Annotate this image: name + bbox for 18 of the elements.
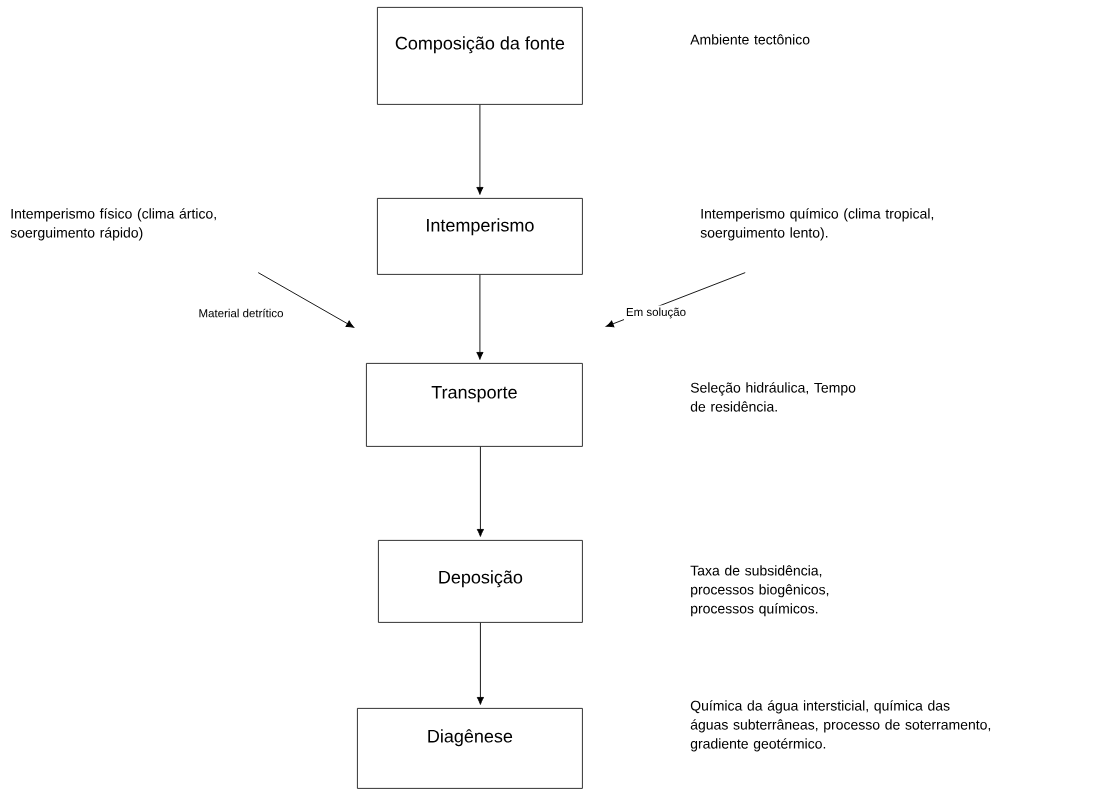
process-box: Deposição xyxy=(378,540,583,623)
process-box: Transporte xyxy=(366,363,583,447)
process-box: Composição da fonte xyxy=(377,7,583,105)
edge-label: Em solução xyxy=(623,305,689,321)
process-box: Intemperismo xyxy=(377,198,583,275)
side-note: Ambiente tectônico xyxy=(690,34,810,45)
side-note: Seleção hidráulica, Tempo de residência. xyxy=(690,382,856,412)
arrow xyxy=(476,622,484,705)
side-note: Taxa de subsidência, processos biogênicos, processos químicos. xyxy=(690,565,829,617)
process-note: Intemperismo físico (clima ártico, soerguimento rápido) xyxy=(10,208,216,241)
arrow xyxy=(476,274,484,360)
side-note: Química da água intersticial, química das águas subterrâneas, processo de soterramento, gradiente geotérmico. xyxy=(690,700,991,752)
process-box: Diagênese xyxy=(357,708,583,789)
arrow xyxy=(476,446,484,537)
arrow xyxy=(476,104,484,195)
edge-label: Material detrítico xyxy=(196,306,286,320)
arrow xyxy=(257,272,355,328)
process-note: Intemperismo químico (clima tropical, soerguimento lento). xyxy=(700,208,934,241)
